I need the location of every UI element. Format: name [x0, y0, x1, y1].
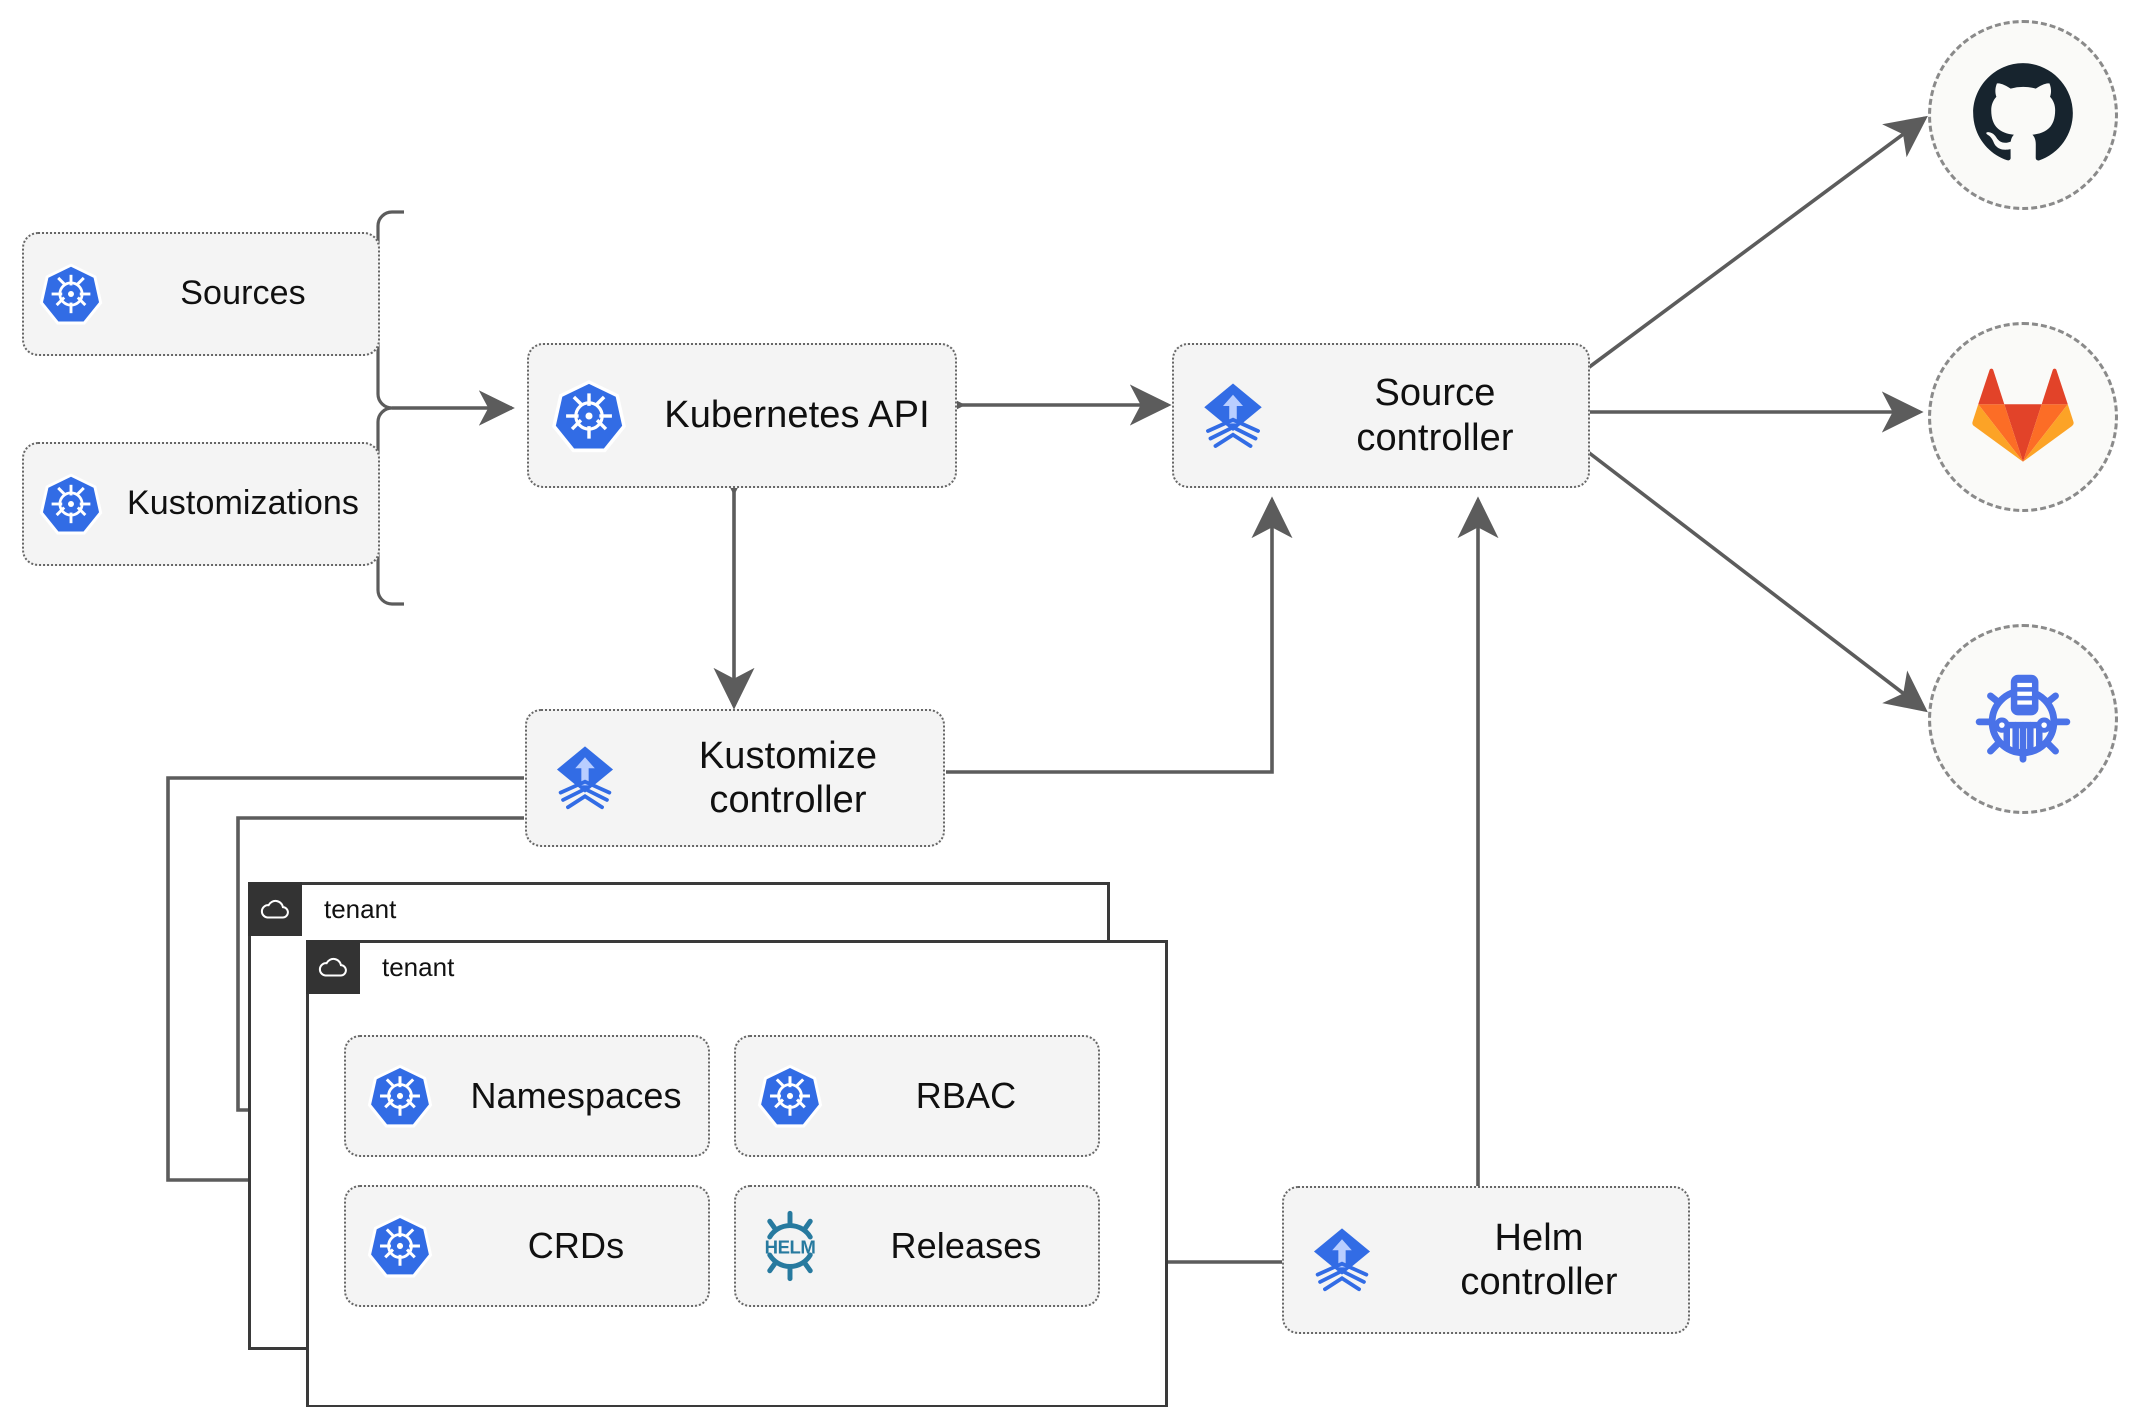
card-label: Kustomizations	[127, 484, 359, 523]
card-label: Releases	[890, 1225, 1042, 1267]
card-label: Sources	[180, 274, 306, 313]
kubernetes-icon	[346, 1212, 454, 1280]
flux-icon	[1174, 376, 1292, 456]
card-source-controller[interactable]: Source controller	[1172, 343, 1590, 488]
provider-github[interactable]	[1928, 20, 2118, 210]
card-crds[interactable]: CRDs	[344, 1185, 710, 1307]
kubernetes-icon	[346, 1062, 454, 1130]
card-sources[interactable]: Sources	[22, 232, 380, 356]
flux-icon	[1284, 1221, 1400, 1299]
provider-gitlab[interactable]	[1928, 322, 2118, 512]
card-releases[interactable]: HELM Releases	[734, 1185, 1100, 1307]
card-label: Source controller	[1356, 372, 1514, 459]
flux-icon	[527, 739, 643, 817]
tenant-panel-inner[interactable]: tenant	[306, 940, 1168, 1407]
card-label: RBAC	[915, 1075, 1017, 1117]
kubernetes-icon	[736, 1062, 844, 1130]
card-kustomizations[interactable]: Kustomizations	[22, 442, 380, 566]
tenant-label: tenant	[324, 893, 397, 924]
bucket-icon	[1971, 665, 2075, 774]
card-namespaces[interactable]: Namespaces	[344, 1035, 710, 1157]
kubernetes-icon	[24, 471, 118, 537]
card-label: Helm controller	[1460, 1216, 1618, 1303]
card-kubernetes-api[interactable]: Kubernetes API	[527, 343, 957, 488]
card-label: Kubernetes API	[664, 394, 930, 437]
github-icon	[1971, 61, 2075, 170]
gitlab-icon	[1972, 366, 2074, 469]
card-kustomize-controller[interactable]: Kustomize controller	[525, 709, 945, 847]
card-label: Kustomize controller	[698, 734, 878, 821]
tenant-label: tenant	[382, 951, 455, 982]
tenant-header: tenant	[248, 882, 396, 936]
kubernetes-icon	[24, 261, 118, 327]
helm-icon: HELM	[736, 1210, 844, 1282]
cloud-icon	[306, 940, 360, 994]
card-rbac[interactable]: RBAC	[734, 1035, 1100, 1157]
tenant-header: tenant	[306, 940, 454, 994]
card-label: CRDs	[527, 1225, 625, 1267]
svg-text:HELM: HELM	[765, 1236, 816, 1257]
kubernetes-icon	[529, 377, 649, 455]
cloud-icon	[248, 882, 302, 936]
provider-bucket[interactable]	[1928, 624, 2118, 814]
card-label: Namespaces	[470, 1075, 682, 1117]
card-helm-controller[interactable]: Helm controller	[1282, 1186, 1690, 1334]
